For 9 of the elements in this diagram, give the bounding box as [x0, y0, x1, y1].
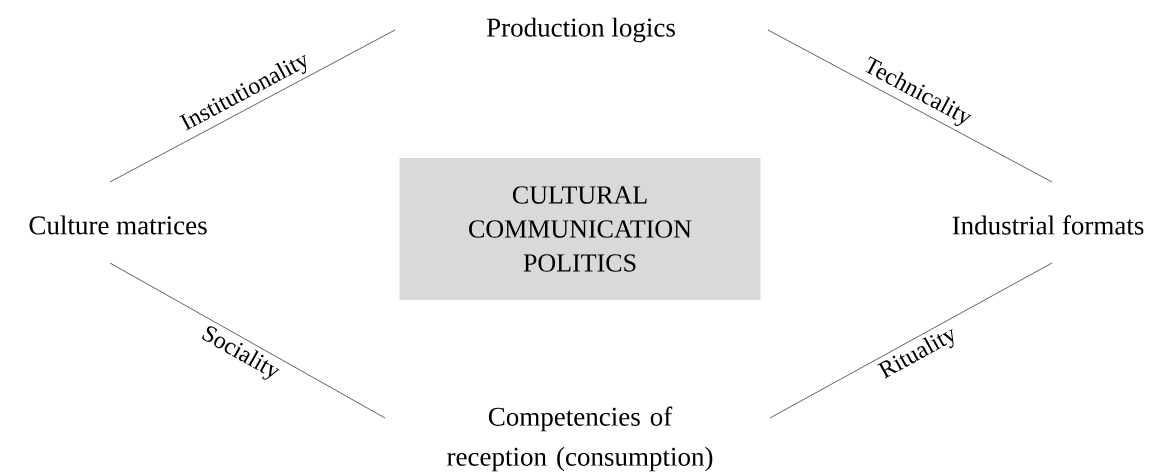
node-label: Culture matrices: [29, 215, 207, 235]
connector-line: [109, 262, 386, 419]
connector-line: [109, 29, 396, 183]
center-box: CULTURAL COMMUNICATION POLITICS: [399, 158, 761, 300]
connector-line: [769, 262, 1053, 419]
node-label: Competencies of reception (consumption): [447, 406, 713, 472]
node-label: Industrial formats: [952, 215, 1144, 235]
node-label: Production logics: [486, 17, 675, 43]
connector-line: [767, 29, 1053, 183]
